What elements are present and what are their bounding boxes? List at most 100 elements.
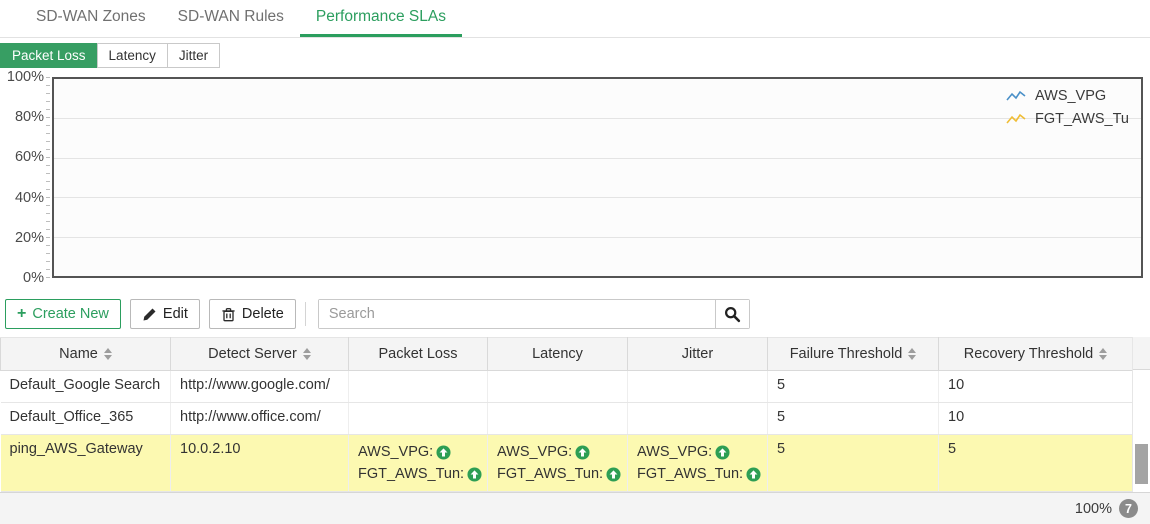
line-sample-icon: [1006, 90, 1026, 101]
y-tick: 0%: [23, 269, 44, 286]
scrollbar-header-cap: [1133, 337, 1150, 370]
status-footer: 100% 7: [0, 492, 1150, 524]
cell-recovery-threshold: 10: [938, 370, 1133, 403]
cell-latency: [487, 370, 628, 403]
member-label: AWS_VPG:: [497, 444, 573, 460]
member-label: FGT_AWS_Tun:: [497, 466, 604, 482]
column-label: Failure Threshold: [789, 346, 903, 362]
main-tab-bar: SD-WAN Zones SD-WAN Rules Performance SL…: [0, 0, 1150, 38]
sort-icon: [302, 348, 311, 361]
subtab-latency[interactable]: Latency: [96, 43, 168, 68]
sla-table-area: Name Detect Server Packet Loss Latency J…: [0, 337, 1150, 492]
cell-latency: AWS_VPG: FGT_AWS_Tun:: [487, 434, 628, 492]
tab-sdwan-zones[interactable]: SD-WAN Zones: [36, 8, 146, 25]
cell-jitter: AWS_VPG: FGT_AWS_Tun:: [627, 434, 768, 492]
packet-loss-chart: 100% 80% 60% 40% 20% 0% AWS_VPG FGT_AWS_…: [7, 69, 1143, 286]
cell-detect-server: 10.0.2.10: [170, 434, 349, 492]
chart-legend: AWS_VPG FGT_AWS_Tu: [1005, 88, 1129, 127]
line-sample-icon: [1006, 113, 1026, 124]
member-status: FGT_AWS_Tun:: [637, 463, 761, 485]
column-header-name[interactable]: Name: [0, 337, 171, 371]
legend-label: FGT_AWS_Tu: [1035, 111, 1129, 127]
cell-packet-loss: [348, 370, 488, 403]
cell-latency: [487, 402, 628, 435]
count-badge[interactable]: 7: [1119, 499, 1138, 518]
delete-button[interactable]: Delete: [208, 299, 296, 329]
zoom-level[interactable]: 100%: [1074, 500, 1112, 517]
legend-label: AWS_VPG: [1035, 88, 1107, 104]
search-input[interactable]: [318, 300, 715, 328]
cell-recovery-threshold: 10: [938, 402, 1133, 435]
y-tick: 100%: [6, 69, 44, 85]
column-label: Recovery Threshold: [963, 346, 1094, 362]
table-row-default-office-365[interactable]: Default_Office_365 http://www.office.com…: [0, 402, 1133, 435]
column-header-failure-threshold[interactable]: Failure Threshold: [767, 337, 939, 371]
column-label: Jitter: [681, 346, 714, 362]
search-button[interactable]: [714, 300, 749, 328]
column-header-packet-loss[interactable]: Packet Loss: [348, 337, 488, 371]
cell-recovery-threshold: 5: [938, 434, 1133, 492]
performance-sla-table: Name Detect Server Packet Loss Latency J…: [0, 337, 1133, 492]
column-label: Latency: [532, 346, 583, 362]
metric-subtabs: Packet Loss Latency Jitter: [0, 43, 1150, 68]
column-label: Packet Loss: [378, 346, 458, 362]
member-status: FGT_AWS_Tun:: [358, 463, 482, 485]
gridline-40: [54, 197, 1141, 199]
member-status: AWS_VPG:: [637, 441, 758, 463]
cell-name: Default_Office_365: [0, 402, 171, 435]
member-label: AWS_VPG:: [358, 444, 434, 460]
subtab-packet-loss[interactable]: Packet Loss: [0, 43, 98, 68]
y-tick: 80%: [14, 109, 44, 126]
cell-detect-server: http://www.office.com/: [170, 402, 349, 435]
member-status: FGT_AWS_Tun:: [497, 463, 621, 485]
edit-button[interactable]: Edit: [129, 299, 200, 329]
member-status: AWS_VPG:: [358, 441, 478, 463]
column-label: Detect Server: [208, 346, 297, 362]
search-icon: [724, 306, 740, 322]
table-row-default-google-search[interactable]: Default_Google Search http://www.google.…: [0, 370, 1133, 403]
chart-plot-area: AWS_VPG FGT_AWS_Tu: [52, 77, 1143, 278]
cell-packet-loss: AWS_VPG: FGT_AWS_Tun:: [348, 434, 488, 492]
create-new-button[interactable]: + Create New: [5, 299, 121, 329]
column-header-latency[interactable]: Latency: [487, 337, 628, 371]
column-label: Name: [59, 346, 98, 362]
subtab-jitter[interactable]: Jitter: [166, 43, 221, 68]
pencil-icon: [142, 307, 157, 322]
legend-item-fgt-aws-tu[interactable]: FGT_AWS_Tu: [1005, 111, 1129, 127]
y-axis-tick-labels: 100% 80% 60% 40% 20% 0%: [2, 68, 44, 287]
cell-failure-threshold: 5: [767, 402, 939, 435]
legend-item-aws-vpg[interactable]: AWS_VPG: [1005, 88, 1129, 104]
cell-jitter: [627, 370, 768, 403]
scrollbar-thumb[interactable]: [1135, 444, 1148, 484]
gridline-20: [54, 236, 1141, 238]
cell-name: Default_Google Search: [0, 370, 171, 403]
status-up-icon: [575, 444, 590, 460]
column-header-jitter[interactable]: Jitter: [627, 337, 768, 371]
table-row-ping-aws-gateway[interactable]: ping_AWS_Gateway 10.0.2.10 AWS_VPG: FGT_…: [0, 434, 1133, 492]
column-header-detect-server[interactable]: Detect Server: [170, 337, 349, 371]
member-label: FGT_AWS_Tun:: [358, 466, 465, 482]
cell-failure-threshold: 5: [767, 370, 939, 403]
status-up-icon: [715, 444, 730, 460]
cell-failure-threshold: 5: [767, 434, 939, 492]
gridline-80: [54, 118, 1141, 120]
sort-icon: [908, 348, 917, 361]
trash-icon: [221, 307, 236, 322]
y-tick: 60%: [14, 149, 44, 166]
status-up-icon: [467, 466, 482, 482]
member-status: AWS_VPG:: [497, 441, 618, 463]
gridline-60: [54, 157, 1141, 159]
tab-sdwan-rules[interactable]: SD-WAN Rules: [177, 8, 284, 25]
table-scrollbar-track[interactable]: [1132, 337, 1150, 492]
y-tick: 20%: [14, 229, 44, 246]
column-header-recovery-threshold[interactable]: Recovery Threshold: [938, 337, 1133, 371]
search-box: [317, 299, 750, 329]
cell-jitter: [627, 402, 768, 435]
toolbar-divider: [304, 302, 306, 326]
y-axis-minor-ticks: [46, 77, 50, 278]
tab-performance-slas[interactable]: Performance SLAs: [299, 0, 462, 37]
sort-icon: [103, 348, 112, 361]
cell-packet-loss: [348, 402, 488, 435]
plus-icon: +: [17, 305, 27, 322]
delete-label: Delete: [241, 306, 284, 322]
